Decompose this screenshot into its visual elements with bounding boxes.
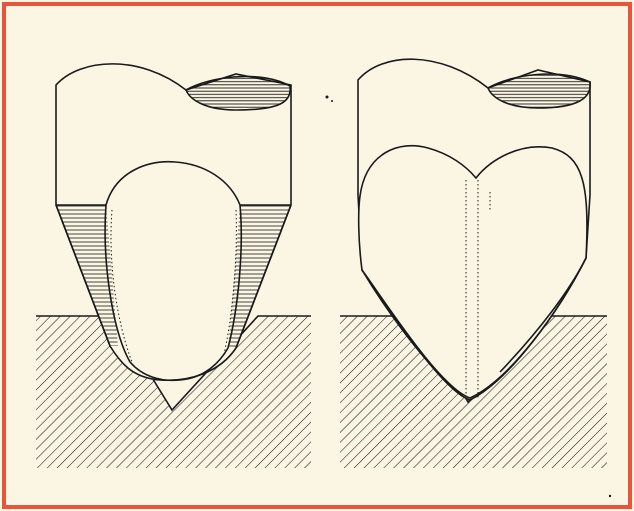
right-figure: [340, 59, 607, 468]
speck: [331, 100, 333, 102]
speck: [326, 96, 329, 99]
speck: [609, 495, 611, 497]
